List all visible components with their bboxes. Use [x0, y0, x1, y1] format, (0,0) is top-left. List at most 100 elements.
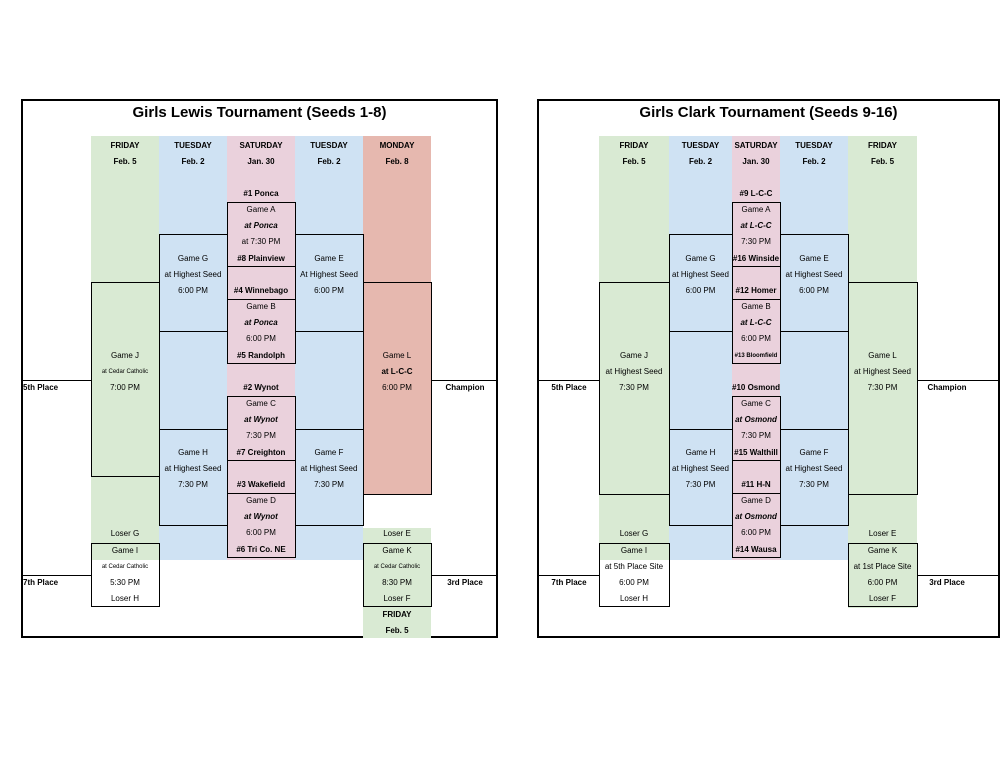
clark-champion-line	[918, 380, 1000, 381]
clark-game-e-name: Game E	[799, 254, 829, 263]
clark-game-c-box	[732, 396, 781, 461]
clark-seed-16: #16 Winside	[732, 254, 780, 263]
clark-col0-day: FRIDAY	[619, 141, 649, 150]
lewis-col1-day: TUESDAY	[174, 141, 212, 150]
clark-col3-day: TUESDAY	[795, 141, 833, 150]
lewis-extra-day: FRIDAY	[382, 610, 412, 619]
lewis-game-h-name: Game H	[178, 448, 208, 457]
clark-seed-11: #11 H-N	[741, 480, 771, 489]
clark-col-tuesday2-bg	[780, 136, 848, 560]
clark-game-g-name: Game G	[685, 254, 716, 263]
lewis-game-g-name: Game G	[177, 254, 209, 263]
lewis-game-b-time: 6:00 PM	[246, 334, 276, 343]
clark-game-k-box	[848, 543, 918, 607]
clark-seed-13: #13 Bloomfield	[734, 353, 778, 359]
lewis-game-h-site: at Highest Seed	[164, 464, 222, 473]
lewis-col-tuesday-bg	[159, 136, 227, 560]
lewis-game-i-time: 5:30 PM	[110, 578, 140, 587]
lewis-game-e-time: 6:00 PM	[314, 286, 344, 295]
lewis-7th-place-label: 7th Place	[23, 578, 59, 587]
lewis-extra-date: Feb. 5	[385, 626, 409, 635]
lewis-game-g-time: 6:00 PM	[178, 286, 208, 295]
lewis-game-f-site: at Highest Seed	[300, 464, 358, 473]
clark-loser-e: Loser E	[868, 529, 897, 538]
lewis-col4-day: MONDAY	[379, 141, 415, 150]
clark-loser-g: Loser G	[619, 529, 649, 538]
lewis-col3-day: TUESDAY	[310, 141, 348, 150]
lewis-bracket-panel: Girls Lewis Tournament (Seeds 1-8) FRIDA…	[21, 99, 498, 638]
lewis-game-i-name: Game I	[111, 546, 139, 555]
clark-game-h-time: 7:30 PM	[685, 480, 716, 489]
clark-game-i-name: Game I	[620, 546, 648, 555]
lewis-7th-line	[23, 575, 91, 576]
lewis-game-k-box	[363, 543, 432, 607]
lewis-loser-h: Loser H	[110, 594, 139, 603]
clark-game-b-time: 6:00 PM	[741, 334, 771, 343]
clark-col-friday-bg	[599, 136, 669, 560]
clark-col2-date: Jan. 30	[742, 157, 770, 166]
clark-game-j-box	[599, 282, 670, 495]
clark-5th-place-label: 5th Place	[551, 383, 587, 392]
clark-game-g-time: 6:00 PM	[685, 286, 716, 295]
clark-game-i-time: 6:00 PM	[619, 578, 649, 587]
lewis-seed-6: #6 Tri Co. NE	[236, 545, 286, 554]
clark-seed-10: #10 Osmond	[732, 383, 781, 392]
lewis-game-j-box	[91, 282, 160, 477]
lewis-loser-e: Loser E	[383, 529, 411, 538]
clark-col4-date: Feb. 5	[870, 157, 895, 166]
clark-col1-day: TUESDAY	[681, 141, 720, 150]
clark-game-f-name: Game F	[799, 448, 829, 457]
clark-game-l-time: 7:30 PM	[867, 383, 898, 392]
clark-game-h-name: Game H	[685, 448, 716, 457]
lewis-game-a-site: at Ponca	[244, 221, 278, 230]
lewis-3rd-line	[432, 575, 498, 576]
lewis-game-k-time: 8:30 PM	[382, 578, 412, 587]
lewis-game-k-site: at Cedar Catholic	[373, 564, 421, 570]
clark-7th-line	[539, 575, 599, 576]
clark-col-tuesday-bg	[669, 136, 732, 560]
lewis-col2-day: SATURDAY	[239, 141, 283, 150]
lewis-seed-7: #7 Creighton	[236, 448, 286, 457]
lewis-game-l-name: Game L	[382, 351, 412, 360]
clark-game-l-site: at Highest Seed	[854, 367, 911, 376]
lewis-col4-date: Feb. 8	[385, 157, 409, 166]
lewis-game-f-time: 7:30 PM	[314, 480, 344, 489]
lewis-game-e-site: At Highest Seed	[300, 270, 358, 279]
lewis-game-c-time: 7:30 PM	[246, 431, 276, 440]
lewis-seed-5: #5 Randolph	[236, 351, 285, 360]
clark-game-b-name: Game B	[741, 302, 771, 311]
clark-seed-9: #9 L-C-C	[739, 189, 773, 198]
clark-game-j-time: 7:30 PM	[619, 383, 649, 392]
clark-game-k-time: 6:00 PM	[867, 578, 898, 587]
lewis-game-i-box	[91, 543, 160, 607]
clark-bracket-panel: Girls Clark Tournament (Seeds 9-16) FRID…	[537, 99, 1000, 638]
clark-game-i-site: at 5th Place Site	[604, 562, 664, 571]
clark-game-h-site: at Highest Seed	[672, 464, 729, 473]
clark-game-d-site: at Osmond	[735, 512, 777, 521]
lewis-game-j-name: Game J	[110, 351, 139, 360]
lewis-game-h-time: 7:30 PM	[178, 480, 208, 489]
clark-loser-f: Loser F	[868, 594, 897, 603]
lewis-game-d-site: at Wynot	[244, 512, 278, 521]
lewis-game-i-site: at Cedar Catholic	[101, 564, 149, 570]
lewis-seed-4: #4 Winnebago	[233, 286, 289, 295]
clark-game-d-name: Game D	[741, 496, 771, 505]
clark-game-a-site: at L-C-C	[740, 221, 772, 230]
lewis-game-d-name: Game D	[246, 496, 276, 505]
lewis-champion-line	[432, 380, 498, 381]
lewis-seed-1: #1 Ponca	[243, 189, 279, 198]
clark-col-friday2-bg	[848, 136, 917, 608]
clark-game-e-time: 6:00 PM	[799, 286, 829, 295]
clark-game-e-site: at Highest Seed	[785, 270, 843, 279]
lewis-game-b-name: Game B	[246, 302, 276, 311]
clark-loser-h: Loser H	[619, 594, 648, 603]
clark-game-j-site: at Highest Seed	[605, 367, 663, 376]
lewis-5th-line	[23, 380, 91, 381]
lewis-champion-label: Champion	[445, 383, 485, 392]
clark-game-f-site: at Highest Seed	[785, 464, 843, 473]
lewis-game-c-site: at Wynot	[244, 415, 278, 424]
lewis-seed-3: #3 Wakefield	[236, 480, 286, 489]
lewis-game-e-name: Game E	[314, 254, 344, 263]
clark-col4-day: FRIDAY	[867, 141, 898, 150]
clark-col0-date: Feb. 5	[622, 157, 646, 166]
